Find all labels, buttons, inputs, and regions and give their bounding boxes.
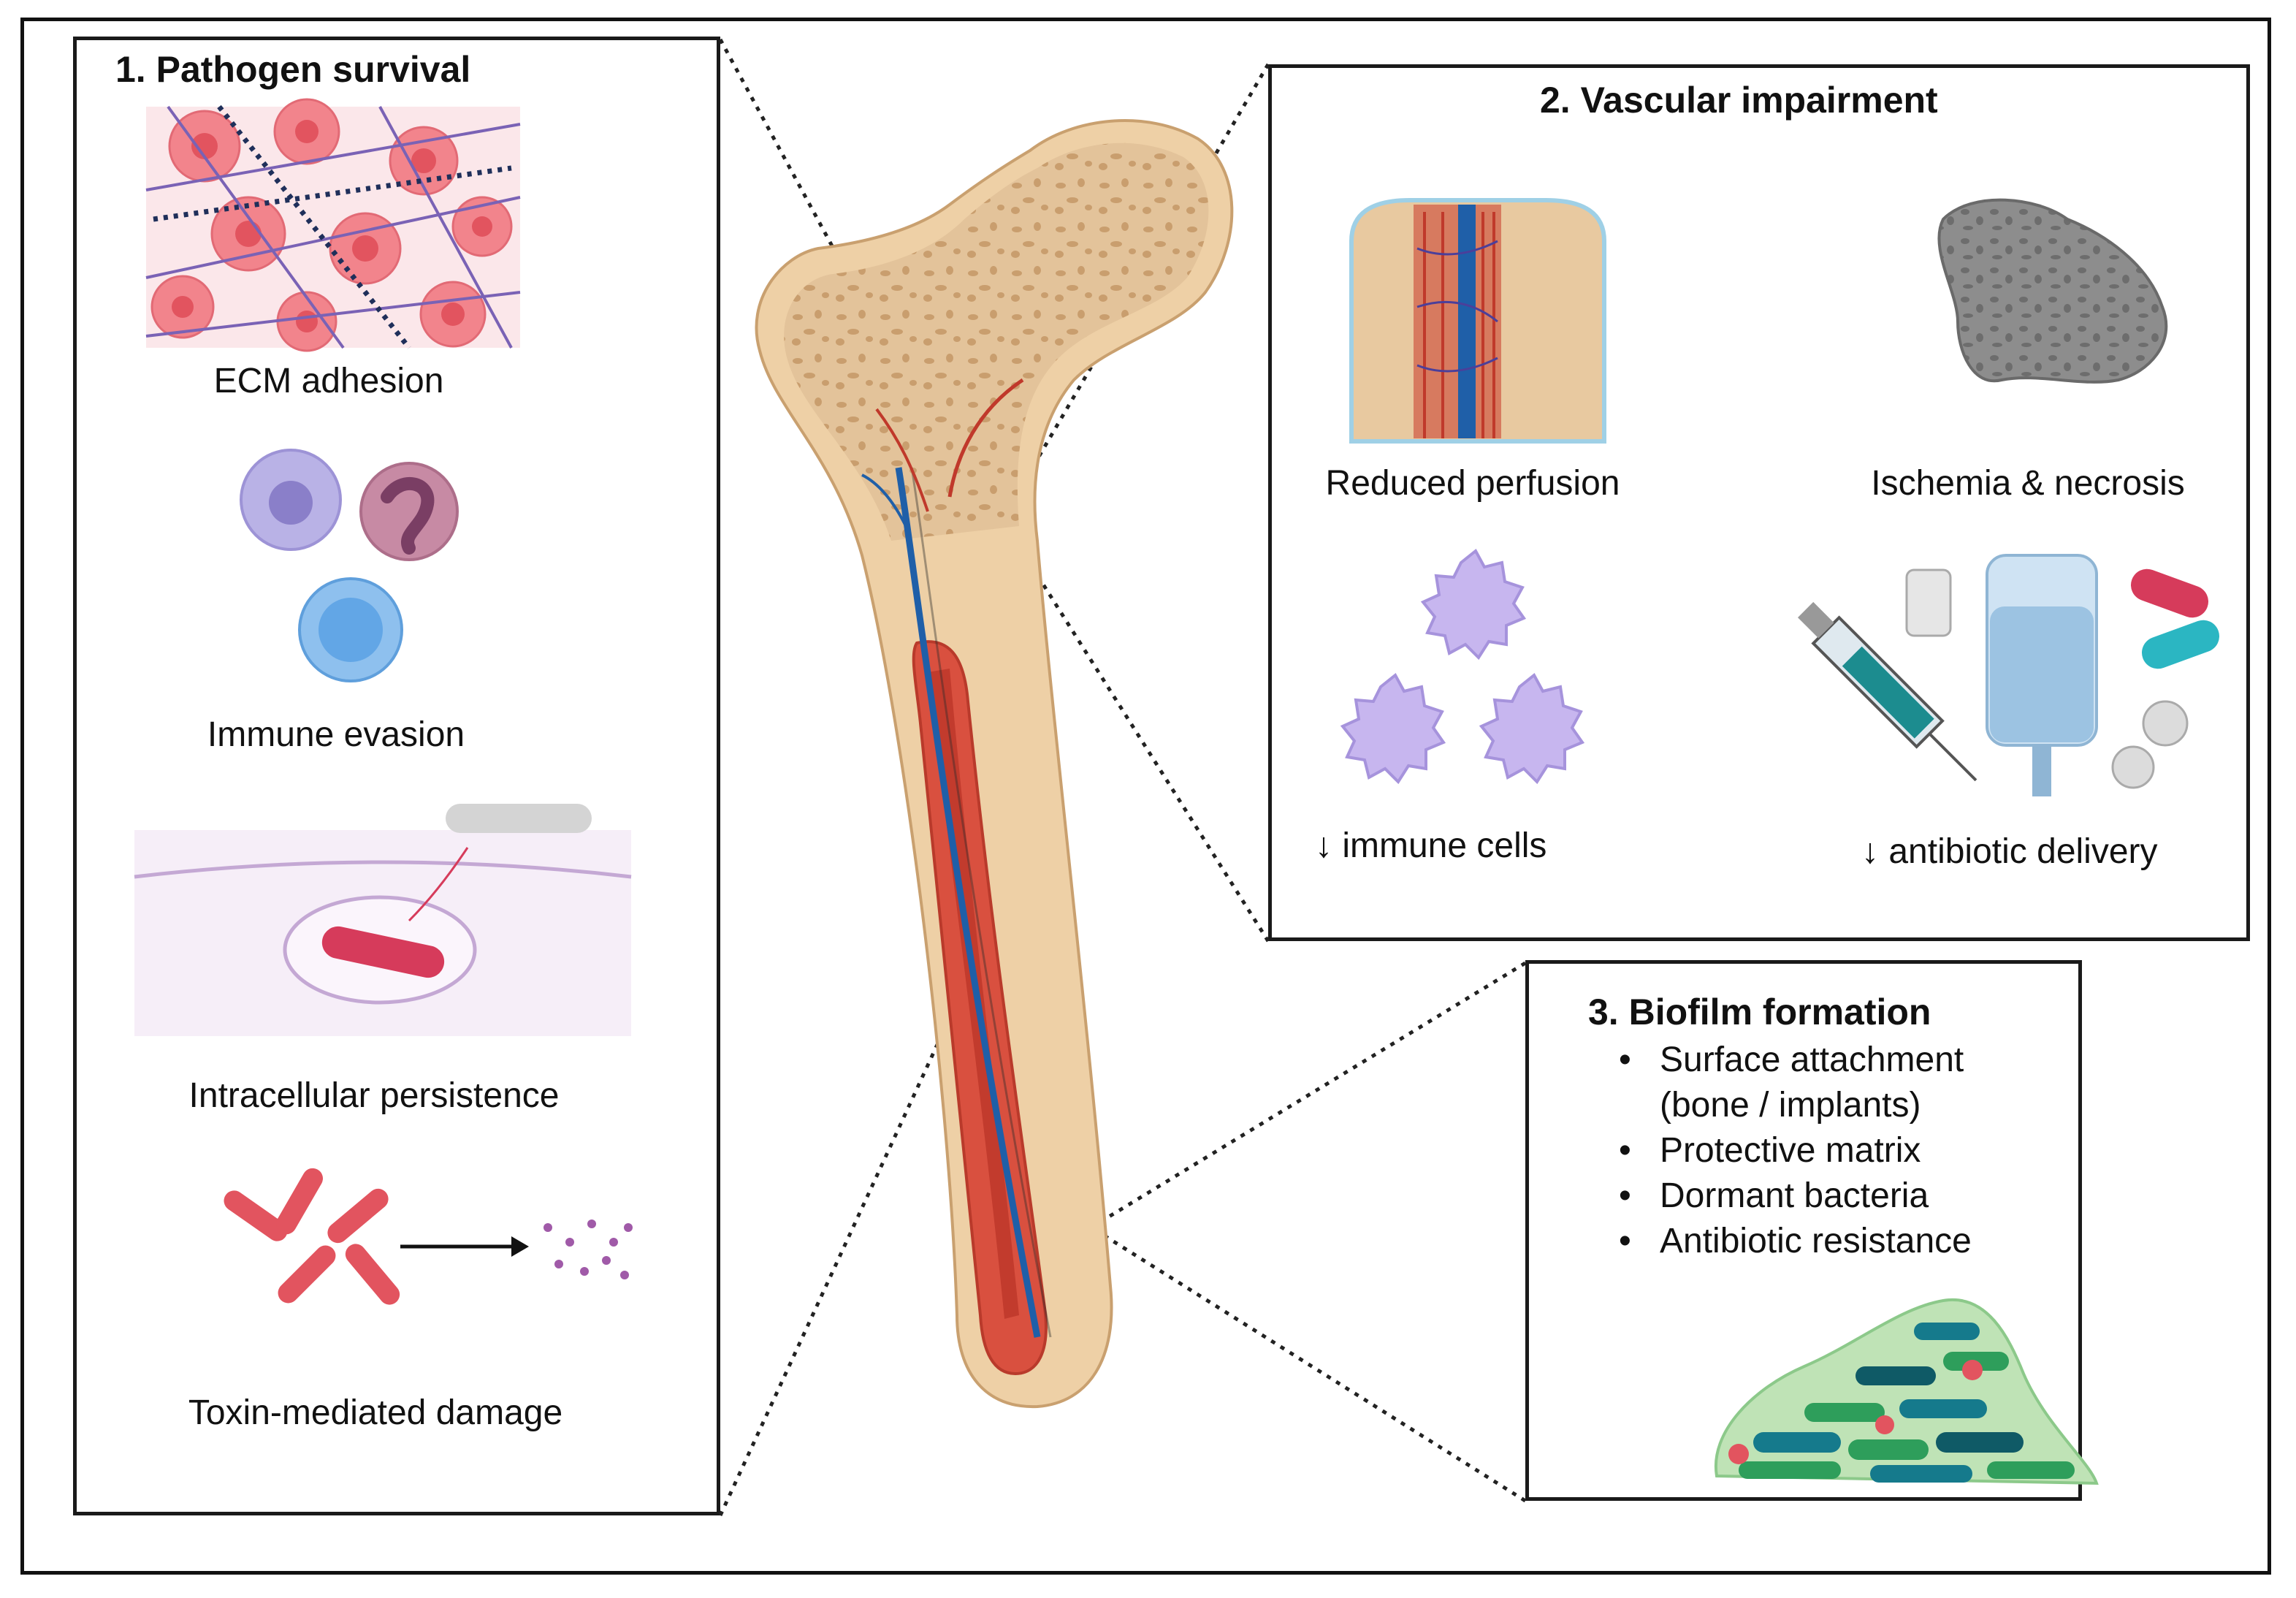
label-ecm-adhesion: ECM adhesion [213,362,444,400]
panel1-title: 1. Pathogen survival [115,49,471,90]
figure-frame [20,18,2271,1575]
biofilm-icon [1714,1298,2099,1485]
label-immune-evasion: Immune evasion [207,715,465,754]
bullet-item: Dormant bacteria [1590,1173,1972,1219]
immune-cells-icon [240,449,459,682]
biofilm-bullet-list: Surface attachment (bone / implants) Pro… [1590,1038,1972,1264]
label-immune-cells: ↓ immune cells [1315,826,1547,865]
femur-icon [755,119,1234,1409]
antibiotic-icons [1798,554,2220,796]
panel2-title: 2. Vascular impairment [1540,80,1938,121]
bullet-item: Antibiotic resistance [1590,1219,1972,1264]
syringe-icon [1798,601,1977,782]
bullet-item-continuation: (bone / implants) [1660,1086,1921,1125]
host-cell-icon [134,804,632,1036]
tablet-icon [2111,700,2189,789]
capsule-icon [2130,568,2220,669]
panel3-title: 3. Biofilm formation [1588,992,1931,1032]
necrotic-tissue-icon [1937,198,2168,384]
label-antibiotic-delivery: ↓ antibiotic delivery [1861,832,2158,871]
iv-bag-icon [1986,554,2098,796]
ecm-network-icon [145,98,521,352]
toxin-icon [224,1168,633,1305]
label-reduced-perfusion: Reduced perfusion [1325,464,1620,503]
bone-section-icon [1349,198,1606,444]
label-ischemia-necrosis: Ischemia & necrosis [1871,464,2185,503]
label-toxin-mediated-damage: Toxin-mediated damage [188,1393,563,1432]
bullet-item: Protective matrix [1590,1128,1972,1173]
label-intracellular-persistence: Intracellular persistence [188,1076,560,1115]
bullet-item: Surface attachment [1590,1038,1972,1083]
immune-cell-icon [1340,548,1585,785]
